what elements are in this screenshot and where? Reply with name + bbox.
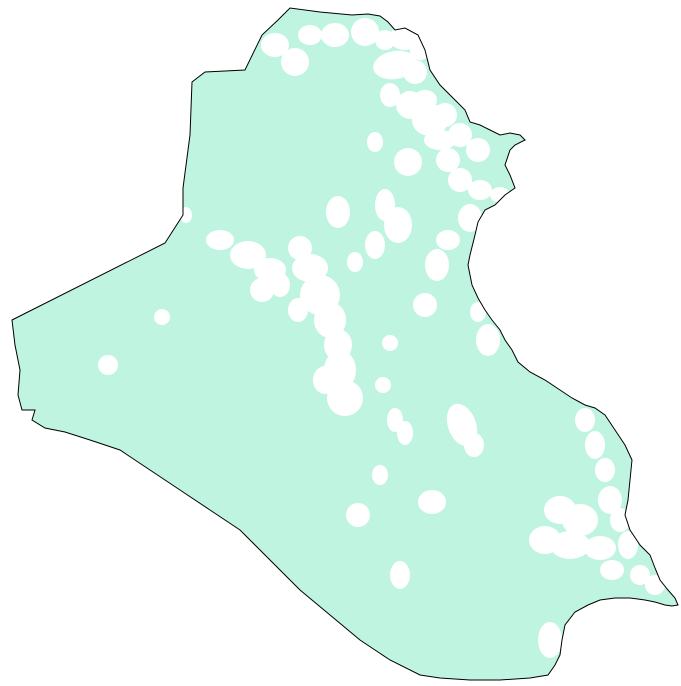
uncovered-area-blob [206, 230, 234, 250]
uncovered-area-blob [448, 123, 472, 147]
uncovered-area-blob [365, 231, 385, 259]
uncovered-area-blob [397, 421, 413, 445]
uncovered-area-blob [327, 380, 363, 416]
uncovered-area-blob [382, 335, 398, 351]
uncovered-area-blob [347, 252, 363, 272]
uncovered-area-blob [351, 18, 379, 46]
uncovered-area-blob [584, 536, 616, 560]
uncovered-area-blob [470, 302, 486, 322]
uncovered-areas [98, 18, 665, 658]
uncovered-area-blob [436, 148, 460, 172]
uncovered-area-blob [321, 23, 349, 47]
uncovered-area-blob [575, 408, 595, 432]
uncovered-area-blob [375, 377, 391, 393]
uncovered-area-blob [292, 254, 328, 282]
uncovered-area-blob [433, 103, 457, 127]
uncovered-area-blob [281, 48, 309, 76]
uncovered-area-blob [413, 293, 437, 317]
uncovered-area-blob [645, 575, 665, 595]
uncovered-area-blob [326, 196, 350, 228]
uncovered-area-blob [261, 33, 289, 57]
uncovered-area-blob [562, 504, 598, 536]
uncovered-area-blob [346, 503, 370, 527]
uncovered-area-blob [298, 25, 322, 45]
uncovered-area-blob [595, 458, 615, 482]
uncovered-area-blob [394, 148, 422, 176]
country-border [11, 7, 679, 681]
uncovered-area-blob [250, 278, 274, 302]
uncovered-area-blob [598, 486, 622, 514]
uncovered-area-blob [98, 355, 118, 375]
uncovered-area-blob [466, 138, 490, 162]
uncovered-area-blob [630, 565, 650, 585]
uncovered-area-blob [468, 180, 492, 200]
uncovered-area-blob [600, 560, 624, 580]
uncovered-area-blob [436, 230, 460, 250]
uncovered-area-blob [403, 60, 427, 84]
uncovered-area-blob [380, 83, 400, 107]
uncovered-area-blob [313, 366, 337, 394]
uncovered-area-blob [538, 622, 562, 658]
uncovered-area-blob [550, 531, 590, 559]
uncovered-area-blob [464, 433, 484, 457]
uncovered-area-blob [425, 249, 449, 281]
uncovered-area-blob [458, 204, 482, 232]
uncovered-area-blob [154, 309, 170, 325]
uncovered-area-blob [270, 273, 290, 297]
uncovered-area-blob [288, 298, 308, 322]
uncovered-area-blob [390, 561, 410, 589]
uncovered-area-blob [384, 207, 412, 243]
uncovered-area-blob [180, 207, 192, 223]
uncovered-area-blob [448, 168, 472, 192]
uncovered-area-blob [230, 241, 266, 269]
uncovered-area-blob [288, 236, 312, 260]
uncovered-area-blob [418, 490, 446, 514]
uncovered-area-blob [585, 431, 605, 459]
uncovered-area-blob [372, 465, 388, 485]
uncovered-area-blob [367, 132, 383, 152]
uncovered-area-blob [618, 531, 638, 559]
uncovered-area-blob [476, 324, 500, 356]
